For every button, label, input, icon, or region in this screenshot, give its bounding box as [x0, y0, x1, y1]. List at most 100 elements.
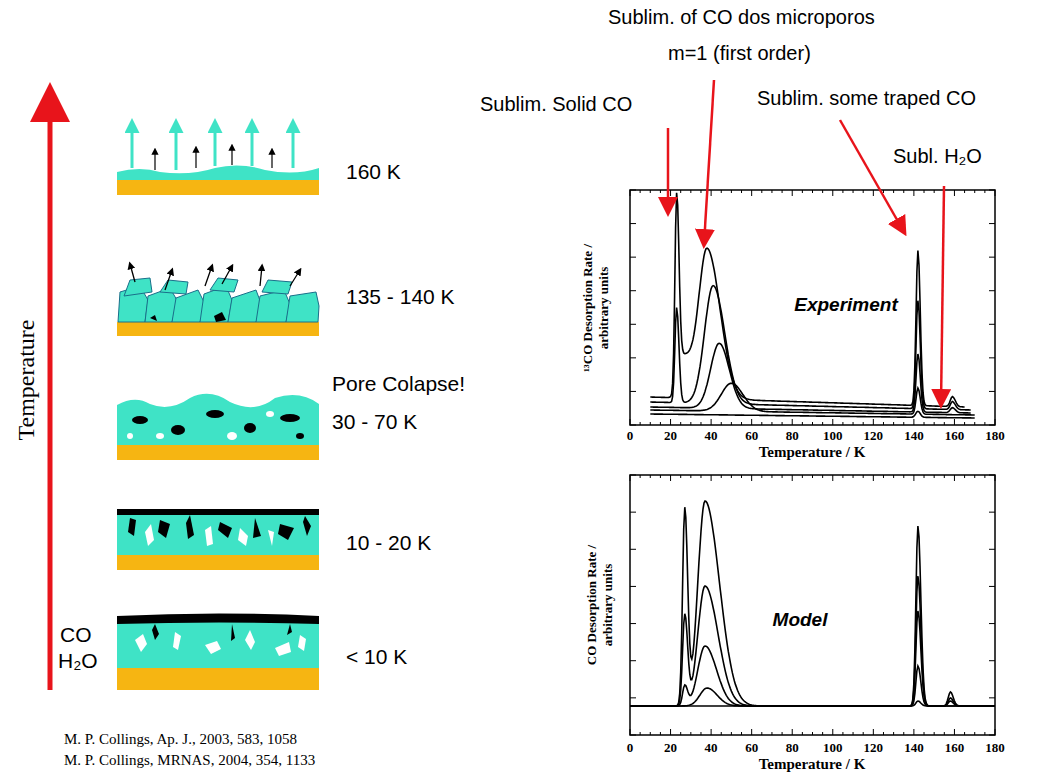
axis-title: ¹³CO Desorption Rate / arbitrary units [580, 221, 612, 396]
tick [832, 475, 833, 481]
tick [761, 422, 762, 425]
tick [893, 475, 894, 478]
tick [954, 190, 955, 196]
tick-label: 60 [745, 428, 758, 444]
tick [721, 732, 722, 735]
desorption-curve [650, 383, 974, 415]
tick-label: 0 [627, 740, 634, 756]
tick [812, 475, 813, 478]
tick [989, 697, 995, 698]
tick-label: 160 [945, 428, 965, 444]
tick [802, 190, 803, 193]
tick [721, 422, 722, 425]
tick-label: 20 [664, 428, 677, 444]
tick [984, 190, 985, 193]
tick [640, 190, 641, 193]
tick [721, 475, 722, 478]
tick [913, 729, 914, 735]
tick [630, 475, 636, 476]
tick [630, 290, 636, 291]
temperature-label: 30 - 70 K [332, 410, 417, 434]
tick [863, 190, 864, 193]
tick [863, 732, 864, 735]
tick [782, 190, 783, 193]
tick [989, 324, 995, 325]
tick [893, 190, 894, 193]
tick [640, 475, 641, 478]
annotation: Subl. H₂O [893, 145, 982, 168]
tick [761, 732, 762, 735]
tick [903, 422, 904, 425]
tick [660, 190, 661, 193]
tick [660, 475, 661, 478]
tick [630, 586, 636, 587]
tick [822, 475, 823, 478]
tick [771, 190, 772, 193]
tick [822, 422, 823, 425]
tick [924, 732, 925, 735]
annotation: Sublim. some traped CO [757, 87, 976, 110]
tick [989, 223, 995, 224]
tick [741, 475, 742, 478]
tick [731, 732, 732, 735]
tick [751, 419, 752, 425]
desorption-curve [650, 286, 970, 410]
tick [954, 729, 955, 735]
tick [771, 475, 772, 478]
tick [690, 732, 691, 735]
tick [792, 190, 793, 196]
tick [873, 475, 874, 481]
tick-label: 20 [664, 740, 677, 756]
desorption-curve [630, 701, 995, 706]
tick [934, 732, 935, 735]
tick [883, 422, 884, 425]
annotation: Sublim. of CO dos microporos [608, 6, 875, 29]
tick [802, 475, 803, 478]
tick-label: 160 [945, 740, 965, 756]
temperature-label: < 10 K [346, 645, 407, 669]
tick [842, 190, 843, 193]
tick [974, 422, 975, 425]
tick [822, 732, 823, 735]
tick [680, 732, 681, 735]
tick [660, 732, 661, 735]
tick [771, 422, 772, 425]
reference: M. P. Collings, Ap. J., 2003, 583, 1058 [64, 731, 297, 748]
tick [863, 475, 864, 478]
tick [989, 257, 995, 258]
tick [934, 475, 935, 478]
desorption-curve [650, 411, 974, 418]
tick [924, 190, 925, 193]
tick [721, 190, 722, 193]
tick [630, 697, 636, 698]
tick [913, 190, 914, 196]
temperature-label: 10 - 20 K [346, 531, 431, 555]
tick [964, 190, 965, 193]
tick [700, 422, 701, 425]
tick [751, 475, 752, 481]
tick [989, 623, 995, 624]
reference: M. P. Collings, MRNAS, 2004, 354, 1133 [64, 752, 315, 769]
tick [731, 475, 732, 478]
tick [792, 419, 793, 425]
desorption-curve [650, 193, 964, 407]
tick [974, 475, 975, 478]
temperature-label: 160 K [346, 160, 401, 184]
tick [650, 732, 651, 735]
tick [630, 549, 636, 550]
tick [741, 732, 742, 735]
tick [989, 735, 995, 736]
tick [700, 190, 701, 193]
tick [771, 732, 772, 735]
tick [650, 190, 651, 193]
temperature-label: 135 - 140 K [346, 285, 455, 309]
axis-title: Temperature / K [759, 756, 866, 773]
tick [792, 475, 793, 481]
tick-label: 180 [985, 428, 1005, 444]
tick [964, 422, 965, 425]
tick [913, 475, 914, 481]
tick [640, 422, 641, 425]
tick-label: 140 [904, 428, 924, 444]
tick [690, 475, 691, 478]
